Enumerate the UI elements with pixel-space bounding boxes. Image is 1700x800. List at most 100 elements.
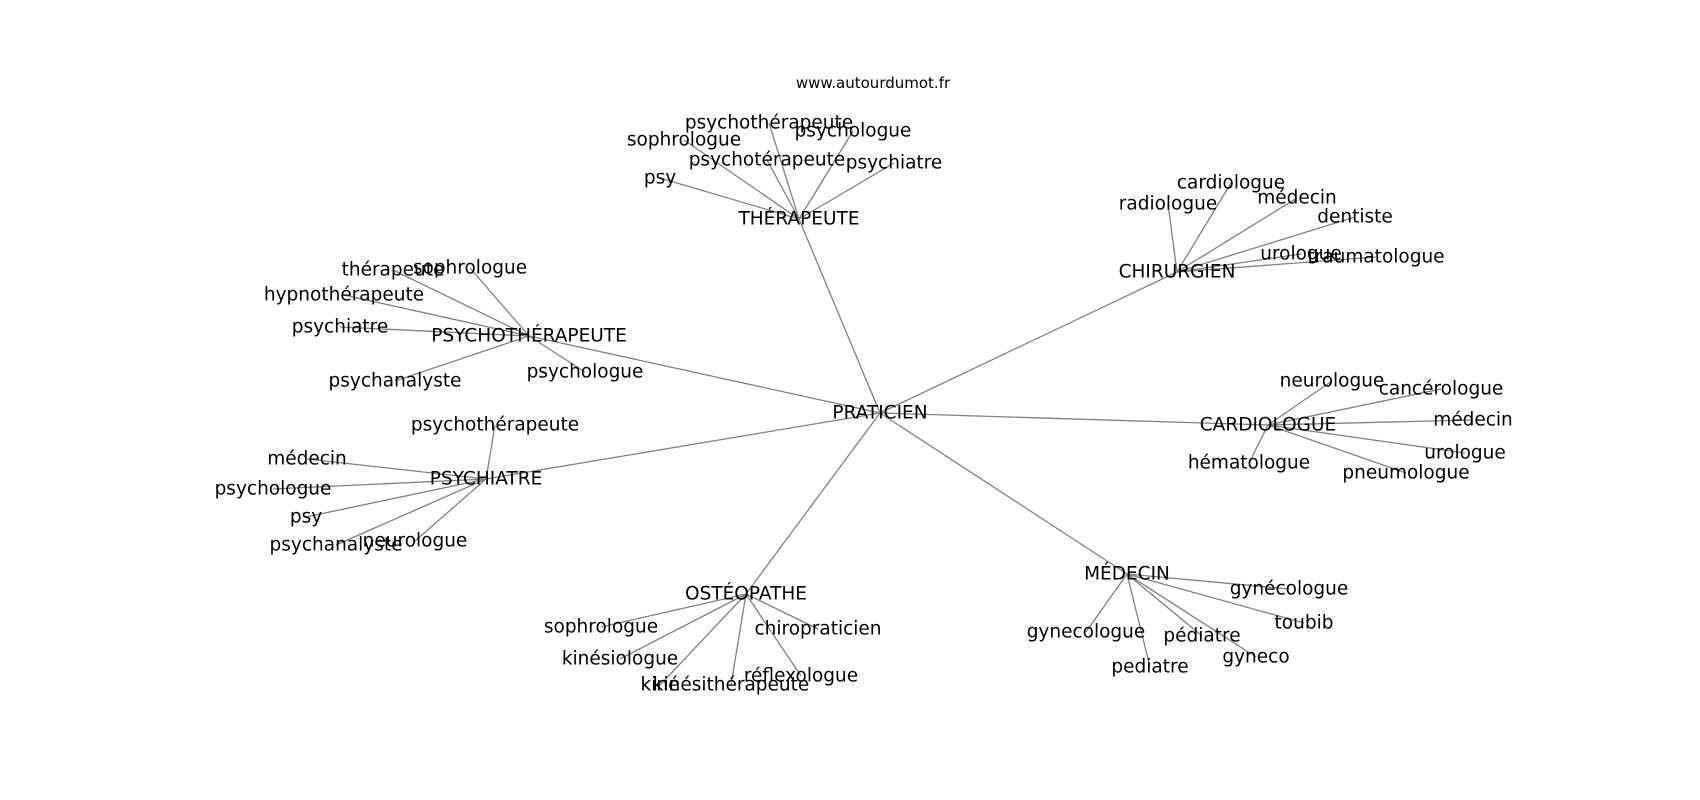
edge-therapeute-psychiatre (798, 162, 895, 220)
edge-psychiatre-psychotherapeute (485, 424, 496, 480)
site-credit: www.autourdumot.fr (796, 74, 951, 92)
edge-cardiologue-medecin (1267, 419, 1474, 426)
edge-therapeute-psy (659, 177, 800, 220)
edge-medecin-gyneco (1126, 573, 1257, 658)
edge-center-medecin (879, 412, 1128, 575)
node-leaf-cardiologue-pneumologue[interactable]: pneumologue (1342, 463, 1469, 484)
node-hub-therapeute[interactable]: THÉRAPEUTE (737, 208, 859, 230)
node-leaf-osteopathe-kinesitherapeute[interactable]: kinésithérapeute (653, 675, 810, 696)
node-leaf-psychiatre-neurologue[interactable]: neurologue (363, 531, 468, 552)
edge-chirurgien-cardiologue (1176, 182, 1232, 273)
edge-medecin-toubib (1126, 573, 1305, 624)
node-leaf-psychotherapeute-psychanalyste[interactable]: psychanalyste (329, 371, 462, 392)
edge-cardiologue-neurologue (1267, 380, 1333, 426)
edge-chirurgien-medecin (1176, 197, 1298, 273)
edge-psychotherapeute-sophrologue (469, 267, 530, 337)
node-leaf-osteopathe-reflexologue[interactable]: réflexologue (744, 666, 858, 687)
node-leaf-cardiologue-urologue[interactable]: urologue (1424, 443, 1506, 464)
node-hub-psychiatre[interactable]: PSYCHIATRE (430, 469, 543, 490)
node-leaf-therapeute-psychotherapeute[interactable]: psychothérapeute (685, 113, 853, 134)
node-leaf-psychotherapeute-psychiatre[interactable]: psychiatre (292, 317, 389, 338)
edge-therapeute-sophrologue (683, 139, 800, 220)
node-hub-psychotherapeute[interactable]: PSYCHOTHÉRAPEUTE (431, 325, 627, 347)
node-leaf-psychotherapeute-sophrologue[interactable]: sophrologue (413, 258, 527, 279)
edge-osteopathe-kine (659, 593, 747, 686)
edge-osteopathe-kinesiologue (619, 593, 747, 660)
node-leaf-chirurgien-dentiste[interactable]: dentiste (1317, 207, 1393, 228)
node-leaf-medecin-gyneco[interactable]: gyneco (1222, 647, 1289, 668)
node-leaf-psychiatre-medecin[interactable]: médecin (267, 449, 347, 470)
edges-layer (272, 122, 1474, 686)
edge-psychotherapeute-psychiatre (339, 326, 530, 337)
node-leaf-psychiatre-psy[interactable]: psy (290, 507, 322, 528)
node-leaf-medecin-pediatre-accent[interactable]: pédiatre (1163, 626, 1240, 647)
edge-center-chirurgien (879, 271, 1178, 414)
node-leaf-medecin-gynecologue-accent[interactable]: gynécologue (1230, 579, 1349, 600)
edge-center-therapeute (798, 218, 881, 414)
edge-therapeute-psychoterapeute (766, 159, 800, 220)
node-leaf-osteopathe-kinesiologue[interactable]: kinésiologue (562, 649, 678, 670)
edge-cardiologue-pneumologue (1267, 424, 1407, 474)
node-leaf-osteopathe-sophrologue[interactable]: sophrologue (544, 617, 658, 638)
node-hub-chirurgien[interactable]: CHIRURGIEN (1119, 262, 1236, 283)
edge-psychiatre-medecin (306, 458, 487, 480)
node-leaf-medecin-pediatre[interactable]: pediatre (1111, 657, 1188, 678)
node-leaf-cardiologue-neurologue[interactable]: neurologue (1280, 371, 1385, 392)
edge-psychiatre-psychologue (272, 478, 487, 490)
node-leaf-therapeute-sophrologue[interactable]: sophrologue (627, 130, 741, 151)
node-center-praticien[interactable]: PRATICIEN (832, 403, 927, 424)
node-leaf-cardiologue-cancerologue[interactable]: cancérologue (1379, 379, 1504, 400)
edge-medecin-gynecologue (1085, 573, 1128, 633)
edge-chirurgien-traumatologue (1176, 256, 1377, 273)
node-leaf-cardiologue-medecin[interactable]: médecin (1433, 410, 1513, 431)
node-leaf-chirurgien-traumatologue[interactable]: traumatologue (1307, 247, 1444, 268)
edge-osteopathe-sophrologue (600, 593, 747, 628)
edge-cardiologue-cancerologue (1267, 388, 1442, 426)
node-hub-osteopathe[interactable]: OSTÉOPATHE (685, 583, 807, 605)
node-leaf-psychotherapeute-hypnotherapeute[interactable]: hypnothérapeute (264, 285, 424, 306)
edge-chirurgien-urologue (1176, 253, 1302, 273)
edge-medecin-pediatre (1126, 573, 1151, 668)
node-leaf-chirurgien-urologue[interactable]: urologue (1260, 244, 1342, 265)
node-leaf-chirurgien-medecin[interactable]: médecin (1257, 188, 1337, 209)
node-leaf-therapeute-psychoterapeute[interactable]: psychotérapeute (689, 150, 846, 171)
node-leaf-medecin-gynecologue[interactable]: gynecologue (1027, 622, 1146, 643)
edge-therapeute-psychologue (798, 130, 854, 220)
node-leaf-medecin-toubib[interactable]: toubib (1275, 613, 1334, 634)
edge-osteopathe-reflexologue (745, 593, 802, 677)
edge-medecin-pediatre-accent (1126, 573, 1203, 637)
node-leaf-osteopathe-chiropraticien[interactable]: chiropraticien (754, 619, 881, 640)
edge-cardiologue-hematologue (1248, 424, 1269, 464)
edge-psychiatre-neurologue (414, 478, 487, 542)
node-leaf-cardiologue-hematologue[interactable]: hématologue (1188, 453, 1310, 474)
edge-chirurgien-dentiste (1176, 216, 1356, 273)
edge-center-psychotherapeute (528, 335, 881, 414)
edge-psychiatre-psy (305, 478, 487, 518)
node-leaf-psychiatre-psychotherapeute[interactable]: psychothérapeute (411, 415, 579, 436)
edge-medecin-gynecologue-accent (1126, 573, 1290, 590)
edge-chirurgien-radiologue (1167, 203, 1178, 273)
labels-layer: PRATICIENTHÉRAPEUTEpsychothérapeutesophr… (215, 113, 1513, 696)
node-hub-cardiologue[interactable]: CARDIOLOGUE (1200, 415, 1336, 436)
node-leaf-osteopathe-kine[interactable]: kiné (641, 675, 680, 696)
node-hub-medecin[interactable]: MÉDECIN (1084, 563, 1170, 585)
node-leaf-chirurgien-cardiologue[interactable]: cardiologue (1177, 173, 1285, 194)
edge-psychotherapeute-therapeute (392, 269, 530, 337)
node-leaf-chirurgien-radiologue[interactable]: radiologue (1119, 194, 1217, 215)
edge-cardiologue-urologue (1267, 424, 1466, 454)
edge-psychiatre-psychanalyste (335, 478, 487, 546)
edge-center-osteopathe (745, 412, 881, 595)
edge-psychotherapeute-psychologue (528, 335, 586, 373)
edge-therapeute-psychotherapeute (768, 122, 800, 220)
node-leaf-psychiatre-psychologue[interactable]: psychologue (215, 479, 332, 500)
edge-psychotherapeute-psychanalyste (394, 335, 530, 382)
node-leaf-psychiatre-psychanalyste[interactable]: psychanalyste (270, 535, 403, 556)
edge-psychotherapeute-hypnotherapeute (343, 294, 530, 337)
node-leaf-therapeute-psychologue[interactable]: psychologue (795, 121, 912, 142)
edge-osteopathe-kinesitherapeute (730, 593, 747, 686)
node-leaf-therapeute-psy[interactable]: psy (644, 168, 676, 189)
node-leaf-psychotherapeute-therapeute[interactable]: thérapeute (342, 260, 445, 281)
node-leaf-therapeute-psychiatre[interactable]: psychiatre (846, 153, 943, 174)
node-leaf-psychotherapeute-psychologue[interactable]: psychologue (527, 362, 644, 383)
